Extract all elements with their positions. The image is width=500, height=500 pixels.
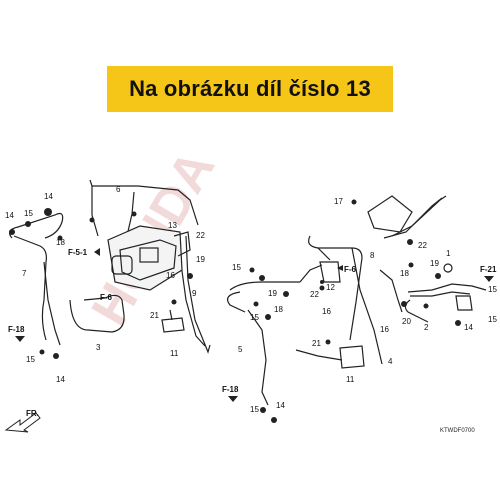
label-part-16a: 16 (166, 271, 175, 280)
pipe-16 (379, 269, 403, 313)
ref-f-18-mid: F-18 (222, 385, 239, 394)
label-part-20: 20 (402, 317, 411, 326)
cover-17 (367, 195, 413, 233)
label-part-16b: 16 (322, 307, 331, 316)
label-part-14a: 14 (5, 211, 14, 220)
ref-f-5-1: F-5-1 (68, 248, 88, 257)
label-part-7: 4 (388, 357, 393, 366)
clamp-1 (443, 263, 453, 273)
label-part-18c: 18 (400, 269, 409, 278)
label-part-8: 9 (192, 289, 197, 298)
label-part-1: 1 (446, 249, 451, 258)
label-part-15f: 15 (250, 405, 259, 414)
label-part-18b: 18 (274, 305, 283, 314)
label-part-22b: 22 (310, 290, 319, 299)
ref-f-6-left: F-6 (100, 293, 113, 302)
fasteners (9, 199, 461, 423)
label-part-22a: 22 (196, 231, 205, 240)
label-part-14b: 14 (56, 375, 65, 384)
label-part-19c: 19 (430, 259, 439, 268)
label-part-19a: 19 (196, 255, 205, 264)
abs-modulator-13 (107, 225, 183, 291)
direction-label: FR. (26, 409, 39, 418)
direction-arrow-icon (4, 412, 41, 433)
reference-labels: F-5-1 F-6 F-18 F-6 F-18 F-21 (8, 248, 497, 402)
ref-f-21-arrow (484, 276, 494, 282)
hose-6 (13, 235, 47, 341)
label-part-14c: 14 (276, 401, 285, 410)
label-part-16c: 16 (380, 325, 389, 334)
hose-lines (8, 179, 487, 406)
hose-5-top (227, 291, 246, 313)
pipe-3 (69, 294, 125, 333)
label-part-12: 12 (326, 283, 335, 292)
label-part-5: 5 (238, 345, 243, 354)
pipe-4 (89, 179, 199, 226)
drawing-code: KTWDF0700 (440, 428, 475, 434)
ref-f-6-mid-arrow (337, 265, 343, 271)
label-part-18a: 18 (56, 238, 65, 247)
ref-f-6-mid: F-6 (344, 265, 357, 274)
label-part-11a: 11 (170, 349, 179, 358)
ref-f-18-left: F-18 (8, 325, 25, 334)
bracket-11-left (161, 317, 185, 333)
hose-left-top (8, 212, 64, 239)
direction-indicator: FR. (4, 409, 41, 433)
banner-title: Na obrázku díl číslo 13 (129, 76, 371, 101)
pipe-9 (308, 235, 363, 341)
label-part-19b: 19 (268, 289, 277, 298)
pipe-8 (185, 235, 211, 354)
label-part-15h: 15 (488, 315, 497, 324)
label-part-9: 8 (370, 251, 375, 260)
label-part-15b: 15 (24, 209, 33, 218)
part-labels: 6 14 14 15 18 7 15 14 3 13 22 19 16 9 21… (5, 185, 497, 414)
ref-f-21: F-21 (480, 265, 497, 274)
label-part-13: 13 (168, 221, 177, 230)
joint-12 (319, 261, 341, 283)
label-part-15e: 15 (250, 313, 259, 322)
label-part-17: 17 (334, 197, 343, 206)
label-part-22c: 22 (418, 241, 427, 250)
ref-f-5-1-arrow (94, 248, 100, 256)
label-part-15d: 15 (232, 263, 241, 272)
label-part-15c: 15 (26, 355, 35, 364)
ref-f-18-left-arrow (15, 336, 25, 342)
label-part-15a: 14 (44, 192, 53, 201)
label-part-14d: 14 (464, 323, 473, 332)
label-part-21a: 21 (150, 311, 159, 320)
pipe-7 (351, 247, 383, 365)
title-banner: Na obrázku díl číslo 13 (107, 66, 393, 112)
label-part-4: 6 (116, 185, 121, 194)
label-part-15g: 15 (488, 285, 497, 294)
label-part-3: 3 (96, 343, 101, 352)
bracket-11-mid (339, 345, 365, 369)
label-part-11b: 11 (346, 375, 355, 384)
hose-right (407, 283, 487, 293)
label-part-10: 2 (424, 323, 429, 332)
hose-5 (247, 309, 269, 406)
ref-f-18-mid-arrow (228, 396, 238, 402)
label-part-21b: 21 (312, 339, 321, 348)
label-part-6: 7 (22, 269, 27, 278)
